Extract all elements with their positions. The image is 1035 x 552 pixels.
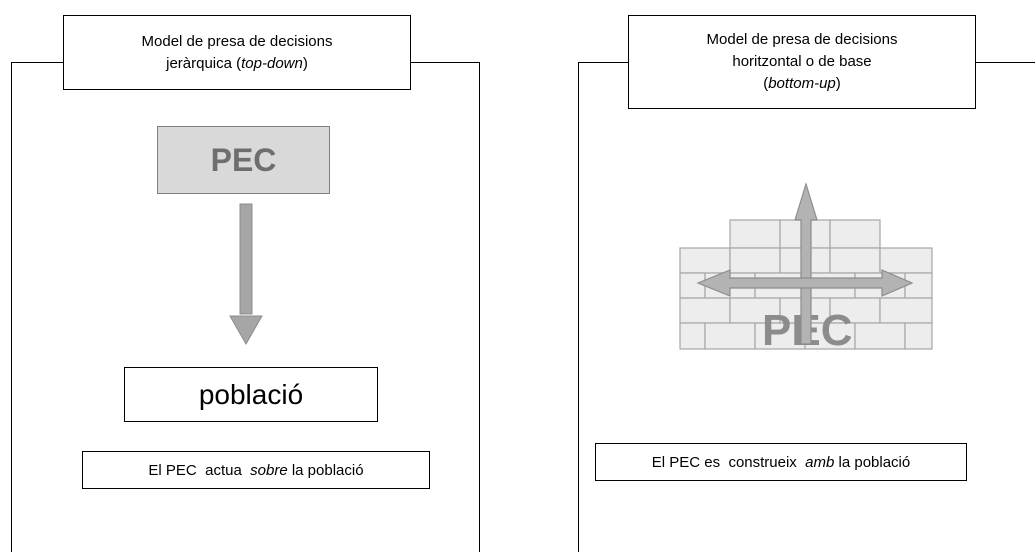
left-panel-title: Model de presa de decisions jeràrquica (… [63, 15, 411, 90]
left-title-line2: jeràrquica (top-down) [166, 54, 308, 72]
cross-arrow [696, 181, 914, 345]
pec-box: PEC [157, 126, 330, 194]
population-label: població [198, 378, 304, 410]
right-title-line3: (bottom-up) [763, 75, 841, 92]
left-title-line1: Model de presa de decisions [141, 32, 333, 50]
right-panel-title: Model de presa de decisions horitzontal … [628, 15, 976, 109]
right-title-line2: horitzontal o de base [732, 53, 872, 70]
population-box: població [124, 367, 378, 422]
pec-label: PEC [210, 141, 277, 178]
down-arrow [229, 203, 263, 346]
brick-wall [679, 219, 933, 350]
right-caption: El PEC es construeix amb la població [595, 443, 967, 481]
left-caption: El PEC actua sobre la població [82, 451, 430, 489]
right-title-line1: Model de presa de decisions [706, 31, 898, 48]
